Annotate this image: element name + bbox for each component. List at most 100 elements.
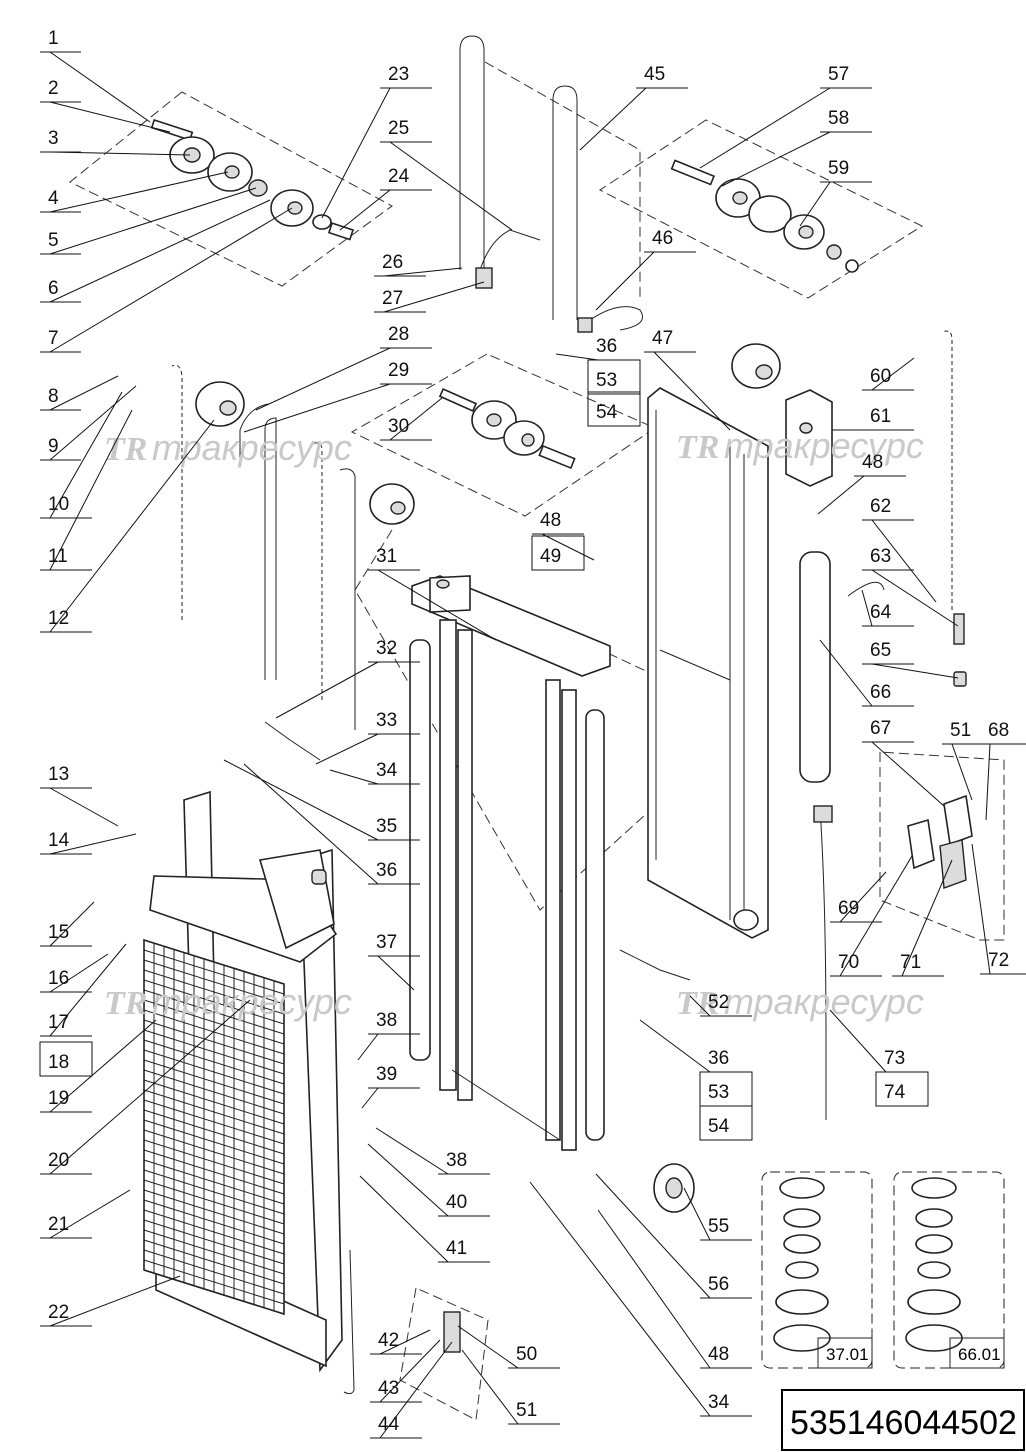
callout-number: 65 xyxy=(870,640,891,661)
callout-box xyxy=(39,1041,93,1077)
hoses-top xyxy=(459,35,643,333)
callout-leader xyxy=(49,409,133,571)
callout-leader xyxy=(383,267,463,277)
callout-number: 32 xyxy=(376,638,397,659)
callout-number: 54 xyxy=(596,402,618,423)
callout-leader xyxy=(357,1033,379,1061)
callout-leader xyxy=(377,955,415,991)
callout-leader xyxy=(901,859,953,977)
callout-leader xyxy=(49,901,95,947)
callout-number: 23 xyxy=(388,64,409,85)
callout-leader xyxy=(383,281,485,313)
callout-number: 15 xyxy=(48,922,69,943)
callout-box xyxy=(587,359,641,395)
callout-leader xyxy=(379,1339,441,1403)
callout-leader xyxy=(339,189,391,231)
callout-leader xyxy=(579,87,647,151)
callout-leader xyxy=(49,391,123,519)
callout-number: 59 xyxy=(828,158,849,179)
callout-number: 45 xyxy=(644,64,665,85)
callout-number: 21 xyxy=(48,1214,69,1235)
callout-leader xyxy=(699,87,831,169)
callout-number: 7 xyxy=(48,328,59,349)
callout-number: 43 xyxy=(378,1378,399,1399)
callout-leader xyxy=(315,733,379,765)
callout-leader xyxy=(861,589,873,627)
roller-group-top-right xyxy=(670,159,859,273)
drawing-number: 535146044502 xyxy=(790,1404,1017,1442)
callout-leader xyxy=(375,1127,449,1175)
callout-number: 12 xyxy=(48,608,69,629)
watermarks: TR тракресурс TR тракресурс TR тракресур… xyxy=(104,425,924,1022)
callout-leader xyxy=(49,101,171,133)
callout-number: 38 xyxy=(446,1150,467,1171)
callout-number: 5 xyxy=(48,230,59,251)
callout-box xyxy=(699,1105,753,1141)
callout-leader xyxy=(819,639,873,707)
callout-number: 33 xyxy=(376,710,397,731)
callout-number: 48 xyxy=(862,452,883,473)
callout-number: 36 xyxy=(376,860,397,881)
callout-number: 55 xyxy=(708,1216,729,1237)
callout-leader xyxy=(49,1189,131,1239)
callout-leader xyxy=(49,187,257,255)
callout-number: 63 xyxy=(870,546,891,567)
callout-number: 9 xyxy=(48,436,59,457)
callout-number: 66 xyxy=(870,682,891,703)
callout-number: 22 xyxy=(48,1302,69,1323)
callout-leader xyxy=(377,569,497,641)
watermark-text: тракресурс xyxy=(724,425,924,466)
callout-number: 70 xyxy=(838,952,859,973)
guard-grid xyxy=(143,938,285,1316)
callout-number: 39 xyxy=(376,1064,397,1085)
callout-number: 35 xyxy=(376,816,397,837)
callout-number: 56 xyxy=(708,1274,729,1295)
callout-leader xyxy=(653,351,731,431)
seal-kit-66: 66.01 xyxy=(893,1171,1005,1369)
callout-leader xyxy=(49,953,109,993)
callout-leader xyxy=(49,943,127,1037)
seal-kit-37: 37.01 xyxy=(761,1171,873,1369)
callout-number: 62 xyxy=(870,496,891,517)
callout-number: 53 xyxy=(708,1082,729,1103)
callout-leader xyxy=(461,1349,519,1425)
callout-leader xyxy=(379,1341,453,1439)
callout-leader xyxy=(839,855,913,977)
callout-number: 29 xyxy=(388,360,409,381)
assembled-pulleys xyxy=(195,343,781,525)
callout-number: 30 xyxy=(388,416,409,437)
callout-leader xyxy=(817,475,865,515)
callout-leader xyxy=(49,419,215,633)
callout-number: 40 xyxy=(446,1192,467,1213)
callout-leader xyxy=(223,759,379,841)
callout-number: 17 xyxy=(48,1012,69,1033)
callout-number: 52 xyxy=(708,992,729,1013)
callout-number: 6 xyxy=(48,278,59,299)
callout-number: 61 xyxy=(870,406,891,427)
seal-kit-37-label: 37.01 xyxy=(826,1345,869,1364)
outer-mast-right xyxy=(647,387,769,939)
callout-leader xyxy=(689,995,711,1017)
callout-leader xyxy=(871,357,915,391)
callout-leader xyxy=(555,353,599,361)
callout-number: 36 xyxy=(596,336,617,357)
callout-number: 4 xyxy=(48,188,59,209)
callout-number: 34 xyxy=(376,760,398,781)
callout-leader xyxy=(529,1181,711,1417)
callout-number: 13 xyxy=(48,764,69,785)
callout-number: 64 xyxy=(870,602,892,623)
callout-number: 10 xyxy=(48,494,69,515)
watermark-logo: TR xyxy=(104,431,147,468)
callout-number: 37 xyxy=(376,932,397,953)
callout-leader xyxy=(799,181,831,227)
callout-number: 67 xyxy=(870,718,891,739)
callout-leader xyxy=(367,1143,449,1217)
callout-leader xyxy=(49,787,119,827)
callout-number: 60 xyxy=(870,366,891,387)
callout-leader xyxy=(361,1087,379,1109)
callout-number: 36 xyxy=(708,1048,729,1069)
callout-leader xyxy=(683,1187,711,1241)
callout-leader xyxy=(49,51,151,123)
watermark-logo: TR xyxy=(104,985,147,1022)
